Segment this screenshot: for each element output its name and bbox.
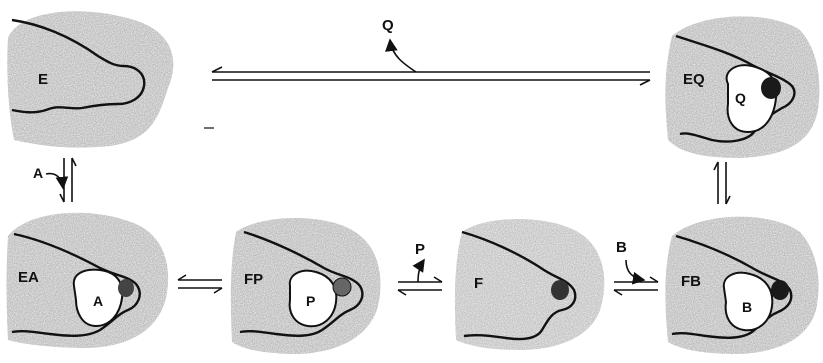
arrow-label-Q: Q [382, 17, 394, 34]
cofactor-FP [333, 278, 351, 296]
enzyme-F: F [455, 219, 604, 350]
arrow-Q-release [390, 40, 416, 72]
ligand-label-B: B [742, 299, 752, 315]
state-label-FP: FP [244, 271, 263, 288]
equilibrium-FP-F: P [398, 241, 442, 295]
equilibrium-E-EQ: Q [212, 17, 650, 85]
equilibrium-E-EA: A [33, 158, 76, 202]
equilibrium-EA-FP [178, 275, 222, 293]
cofactor-EQ [761, 77, 781, 99]
ligand-label-P: P [306, 293, 315, 309]
equilibrium-F-FB: B [614, 239, 658, 295]
cofactor-EA [118, 279, 134, 297]
state-label-EQ: EQ [683, 71, 705, 88]
state-label-EA: EA [18, 269, 39, 286]
enzyme-E-shading [7, 11, 173, 147]
enzyme-EA: A EA [7, 213, 169, 348]
enzyme-E: E [7, 11, 173, 147]
cofactor-FB [771, 280, 789, 300]
arrow-B-binding [626, 260, 644, 280]
arrow-A-binding [46, 174, 63, 188]
state-label-E: E [38, 71, 48, 88]
enzyme-EQ: Q EQ [665, 16, 819, 158]
state-label-F: F [474, 275, 483, 292]
enzyme-FP: P FP [231, 218, 381, 354]
arrow-label-B: B [616, 239, 627, 256]
state-label-FB: FB [681, 273, 701, 290]
arrow-P-release [418, 260, 424, 282]
arrow-label-P: P [415, 241, 425, 258]
ligand-label-Q: Q [735, 90, 746, 106]
arrow-label-A: A [33, 165, 43, 181]
cofactor-F [551, 280, 569, 300]
enzyme-FB: B FB [665, 217, 818, 354]
ligand-label-A: A [93, 293, 103, 309]
equilibrium-EQ-FB [714, 162, 730, 204]
